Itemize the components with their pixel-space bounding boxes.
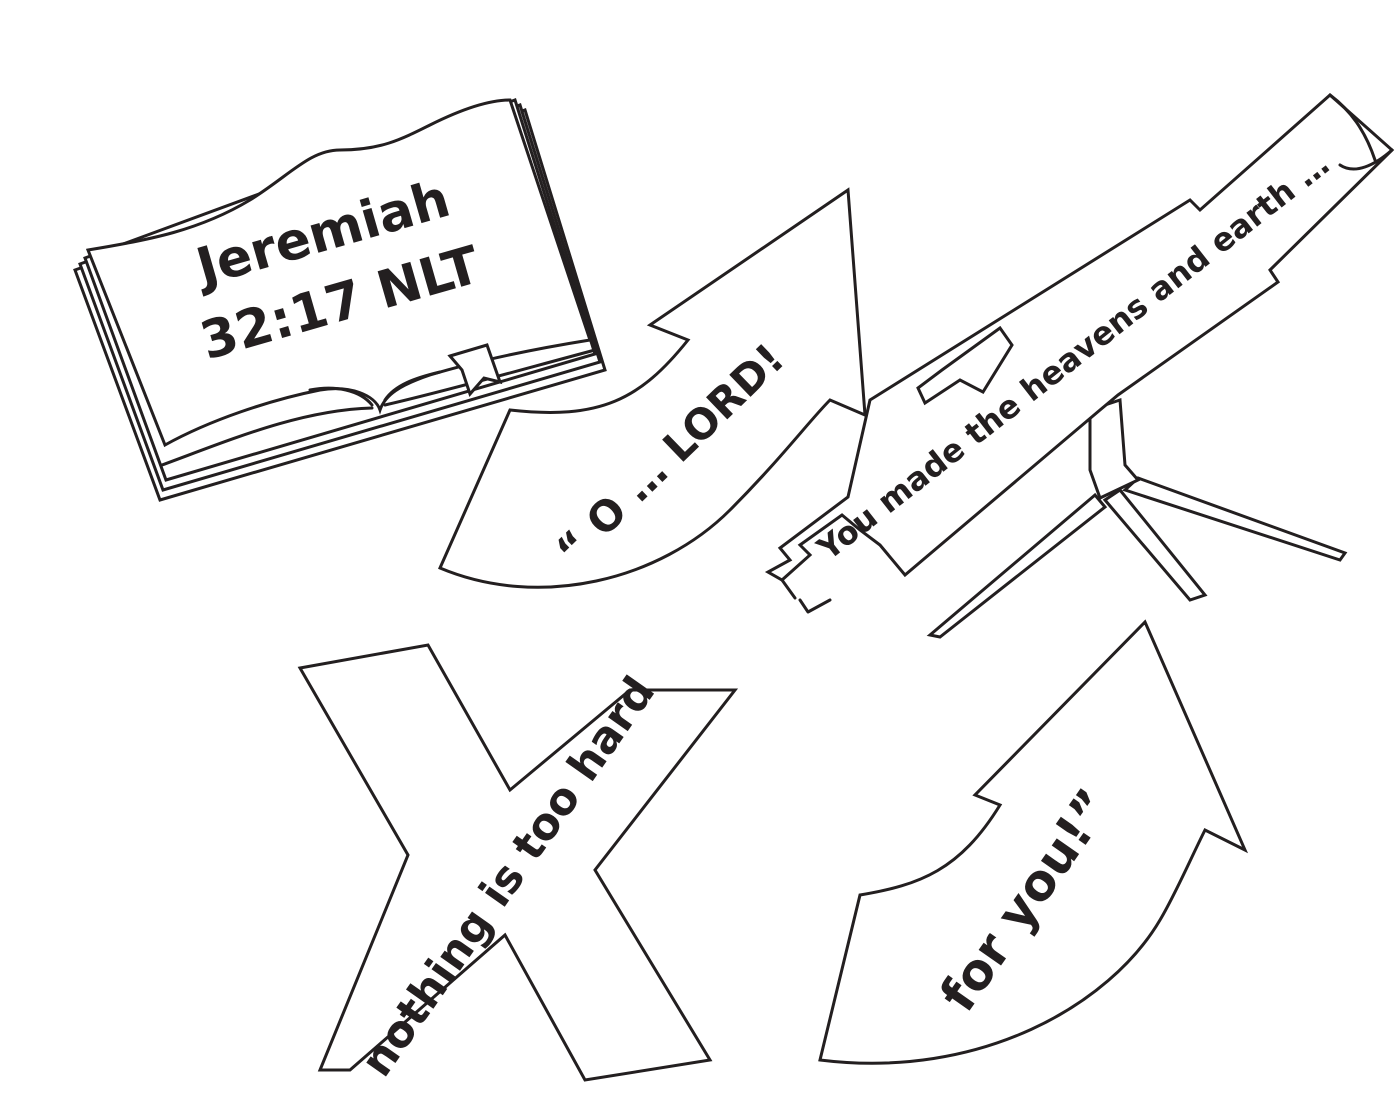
- telescope-label: You made the heavens and earth …: [809, 145, 1336, 568]
- curved-arrow-bottom: for you!”: [818, 619, 1249, 1065]
- open-bible-icon: Jeremiah 32:17 NLT: [73, 98, 607, 502]
- x-mark-icon: nothing is too hard: [297, 643, 739, 1086]
